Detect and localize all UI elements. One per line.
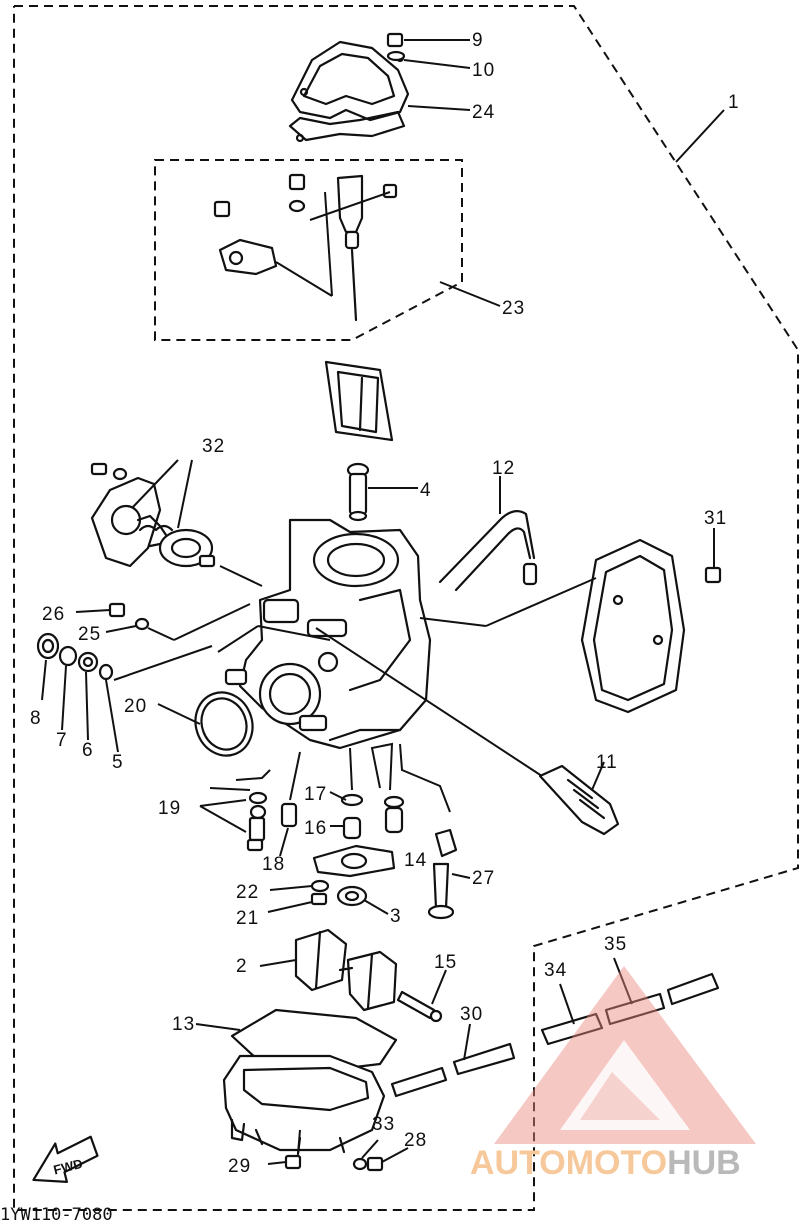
float-valve-part [310,844,396,907]
carburetor-body-part [224,518,432,750]
callout-31: 31 [704,508,727,529]
lower-jets-part [199,742,458,920]
callout-29: 29 [228,1156,251,1177]
callout-11: 11 [596,752,618,773]
callout-leaders [41,39,725,1165]
callout-24: 24 [472,102,495,123]
callout-13: 13 [172,1014,195,1035]
callout-16: 16 [304,818,327,839]
callout-3: 3 [390,906,402,927]
callout-33: 33 [372,1114,395,1135]
callout-2: 2 [236,956,248,977]
tube-30-part [390,1042,516,1098]
callout-26: 26 [42,604,65,625]
callout-1: 1 [728,92,740,113]
side-cover-part [419,538,722,714]
callout-6: 6 [82,740,94,761]
callout-17: 17 [304,784,327,805]
callout-27: 27 [472,868,495,889]
o-ring-20-part [194,691,254,757]
callout-21: 21 [236,908,259,929]
drain-screws-part [284,1129,384,1172]
drain-pipe-part [540,972,720,1046]
float-part [294,928,398,1012]
callout-32: 32 [202,436,225,457]
assembly-boundary [13,5,799,1211]
connection-lines [217,625,331,653]
forward-direction-arrow: FWD [32,1135,99,1183]
callout-20: 20 [124,696,147,717]
cover-32-part [90,459,263,587]
jet-4-part [346,462,370,522]
callout-25: 25 [78,624,101,645]
callout-10: 10 [472,60,495,81]
subassembly-23-boundary [154,159,463,341]
callout-22: 22 [236,882,259,903]
callout-28: 28 [404,1130,427,1151]
callout-8: 8 [30,708,42,729]
callout-19: 19 [158,798,181,819]
screw-11-part [315,627,620,836]
callout-7: 7 [56,730,68,751]
callout-23: 23 [502,298,525,319]
watermark-text: AUTOMOTOHUB [470,1144,741,1182]
callout-15: 15 [434,952,457,973]
watermark-logo [494,966,756,1144]
callout-labels: 1 2 3 4 5 6 7 8 9 10 11 12 13 14 15 16 1… [30,30,740,1177]
callout-14: 14 [404,850,427,871]
callout-18: 18 [262,854,285,875]
callout-30: 30 [460,1004,483,1025]
callout-12: 12 [492,458,515,479]
watermark-text-part2: HUB [667,1144,741,1182]
forward-direction-label: FWD [52,1156,84,1178]
needle-assembly-part [213,173,398,322]
pin-15-part [396,990,443,1023]
small-parts-left [36,602,251,681]
figure-code: 1YW110-7080 [0,1205,113,1224]
screw-9-part [386,32,406,62]
o-ring-20-inner [200,697,248,751]
callout-5: 5 [112,752,124,773]
callout-34: 34 [544,960,567,981]
watermark-text-part1: AUTOMOTO [470,1144,667,1182]
callout-4: 4 [420,480,432,501]
tube-12-part [438,509,538,592]
callout-35: 35 [604,934,627,955]
callout-9: 9 [472,30,484,51]
throttle-slide-part [324,360,394,442]
float-bowl-part [222,1054,386,1156]
